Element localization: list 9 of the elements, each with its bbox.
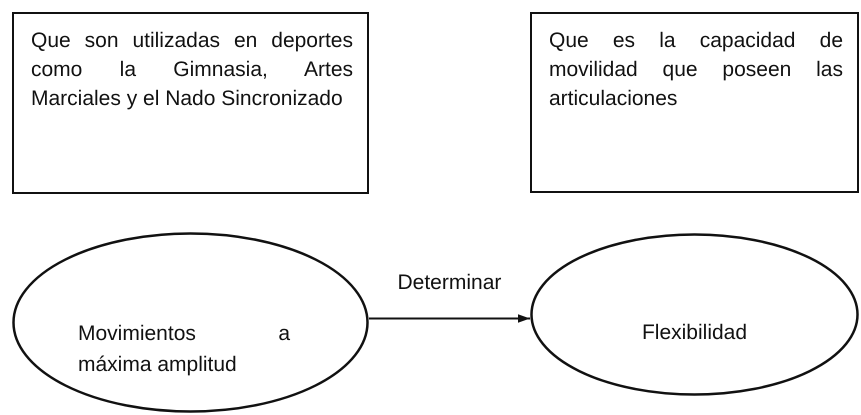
node-text: Movimientos a máxima amplitud bbox=[78, 321, 290, 378]
ellipse-node bbox=[530, 233, 859, 396]
text-box bbox=[12, 12, 369, 194]
ellipse-node bbox=[12, 232, 369, 413]
text-box bbox=[530, 12, 859, 193]
node-text: Flexibilidad bbox=[640, 320, 748, 346]
node-text: Que son utilizadas en deportes como la Gimnasia, Artes Marciales y el Nado Sincronizado bbox=[31, 28, 353, 112]
arrow bbox=[369, 314, 530, 323]
node-text: Que es la capacidad de movilidad que poseen las articulaciones bbox=[549, 28, 843, 112]
